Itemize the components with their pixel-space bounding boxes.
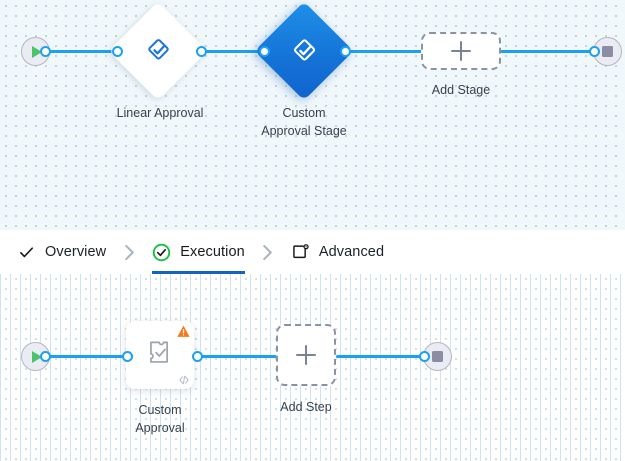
custom-approval-step-input-port[interactable] [122, 351, 133, 362]
edge-custom-approval-to-add-step [196, 355, 278, 358]
puzzle-check-icon [146, 339, 174, 372]
stage-graph-canvas[interactable]: Linear Approval Custom Approval Stage Ad… [0, 0, 625, 230]
add-step-button[interactable] [276, 324, 336, 386]
step-node-custom-approval[interactable] [126, 321, 194, 389]
edge-start-to-custom-approval [43, 355, 133, 358]
tab-execution-label: Execution [180, 244, 245, 260]
check-circle-icon [152, 243, 171, 262]
edge-custom-approval-to-add-stage [343, 50, 423, 53]
chevron-right-icon [245, 230, 291, 274]
play-icon [32, 45, 42, 58]
stage-node-custom-approval-stage[interactable] [254, 1, 354, 101]
stop-icon [602, 46, 613, 57]
step-label-custom-approval: Custom Approval [135, 403, 185, 435]
check-icon [17, 243, 36, 262]
play-icon [32, 350, 42, 363]
add-stage-label: Add Stage [431, 83, 491, 97]
approval-diamond-check-icon [290, 37, 319, 66]
edge-add-step-to-end [336, 355, 422, 358]
warning-triangle-icon [175, 323, 191, 339]
custom-approval-stage-input-port[interactable] [259, 46, 270, 57]
tab-active-underline [152, 271, 245, 274]
linear-approval-output-port[interactable] [196, 46, 207, 57]
window-gear-icon [291, 243, 310, 262]
tab-overview[interactable]: Overview [17, 230, 106, 274]
step-end-input-port[interactable] [419, 351, 430, 362]
plus-icon [451, 41, 471, 61]
custom-approval-step-output-port[interactable] [192, 351, 203, 362]
approval-diamond-check-icon [144, 37, 172, 65]
add-step-label: Add Step [280, 400, 332, 414]
stop-icon [432, 351, 443, 362]
add-stage-button[interactable] [421, 32, 501, 70]
stage-label-linear-approval: Linear Approval [116, 106, 204, 120]
tab-advanced[interactable]: Advanced [291, 230, 384, 274]
plus-icon [296, 345, 316, 365]
step-graph-canvas[interactable]: Custom Approval Add Step [0, 274, 625, 461]
tab-execution[interactable]: Execution [152, 230, 245, 274]
tab-overview-label: Overview [45, 244, 107, 260]
stage-start-output-port[interactable] [40, 46, 51, 57]
edge-start-to-linear-approval [43, 50, 115, 53]
stage-end-node[interactable] [593, 37, 622, 66]
custom-approval-stage-output-port[interactable] [340, 46, 351, 57]
chevron-right-icon [106, 230, 152, 274]
tab-advanced-label: Advanced [318, 244, 385, 260]
edge-linear-to-custom-approval [200, 50, 265, 53]
step-start-output-port[interactable] [40, 351, 51, 362]
stage-configuration-tabs: Overview Execution [0, 230, 625, 274]
stage-node-linear-approval[interactable] [108, 1, 208, 101]
edge-add-stage-to-end [500, 50, 592, 53]
stage-label-custom-approval-stage: Custom Approval Stage [261, 106, 347, 138]
linear-approval-input-port[interactable] [112, 46, 123, 57]
stage-end-input-port[interactable] [589, 46, 600, 57]
code-icon [177, 373, 190, 386]
